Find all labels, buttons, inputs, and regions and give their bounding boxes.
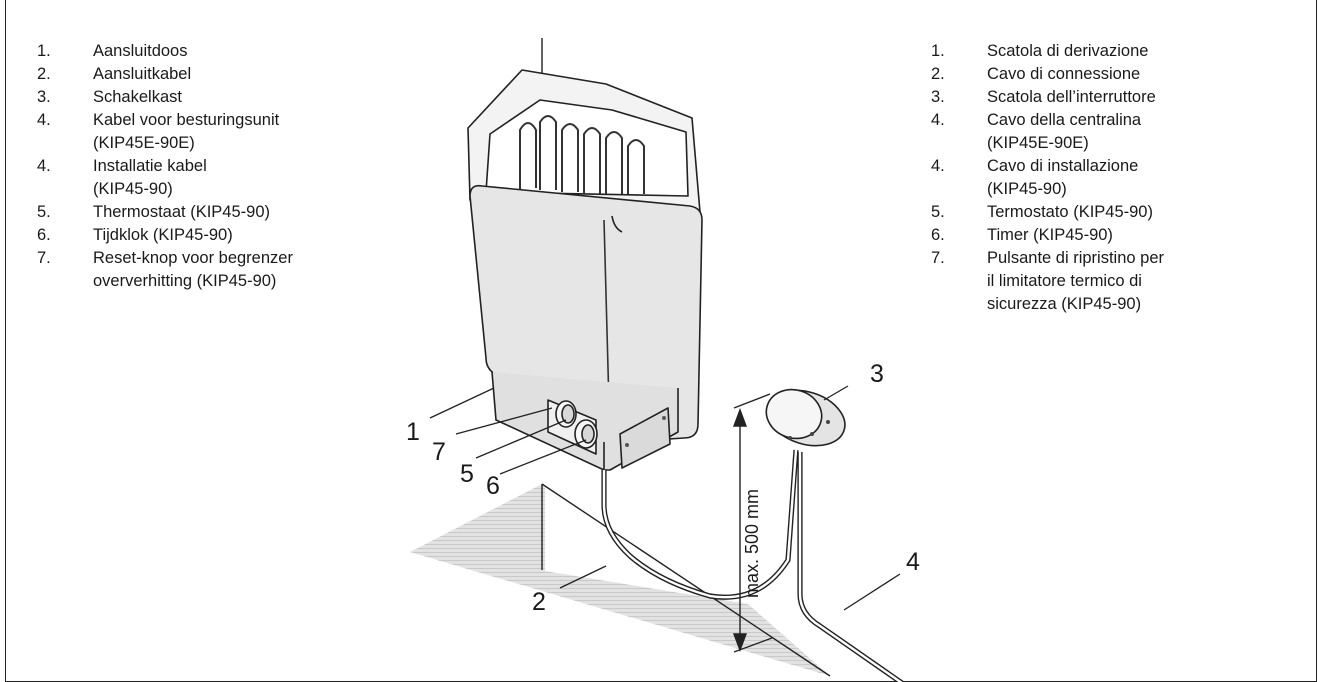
legend-item: 1.Scatola di derivazione [931,42,1149,60]
legend-item: 3.Scatola dell’interruttore [931,88,1156,106]
legend-italian: 1.Scatola di derivazione 2.Cavo di conne… [931,40,1261,316]
callout-2: 2 [532,588,546,616]
legend-item: 6.Timer (KIP45-90) [931,226,1113,244]
callout-leaders [429,385,901,611]
sauna-heater [467,69,703,471]
legend-item: 6.Tijdklok (KIP45-90) [37,226,233,244]
height-dimension [732,393,773,653]
legend-item: 2.Aansluitkabel [37,65,192,83]
legend-item: 5.Thermostaat (KIP45-90) [37,203,270,221]
legend-item: 4.Cavo di installazione (KIP45-90) [931,157,1139,198]
legend-dutch: 1.Aansluitdoos 2.Aansluitkabel 3.Schakel… [37,40,367,293]
callout-3: 3 [870,360,884,388]
legend-item: 3.Schakelkast [37,88,182,106]
installation-cable [797,452,906,682]
callout-4: 4 [906,548,920,576]
switch-box [765,388,846,447]
callout-6: 6 [486,472,500,500]
legend-item: 5.Termostato (KIP45-90) [931,203,1153,221]
legend-item: 4.Kabel voor besturingsunit (KIP45E-90E) [37,111,280,152]
dimension-label: max. 500 mm [742,489,762,598]
legend-item: 4.Cavo della centralina (KIP45E-90E) [931,111,1142,152]
legend-item: 7.Reset-knop voor begrenzer oververhitti… [37,249,293,290]
connection-cable [601,449,799,600]
legend-item: 1.Aansluitdoos [37,42,188,60]
callout-7: 7 [432,438,446,466]
floor-shadow [410,484,830,676]
legend-item: 7.Pulsante di ripristino per il limitato… [931,249,1165,313]
wall-floor-edge [541,483,831,677]
legend-item: 2.Cavo di connessione [931,65,1141,83]
callout-1: 1 [406,418,420,446]
callout-5: 5 [460,460,474,488]
legend-item: 4.Installatie kabel (KIP45-90) [37,157,207,198]
